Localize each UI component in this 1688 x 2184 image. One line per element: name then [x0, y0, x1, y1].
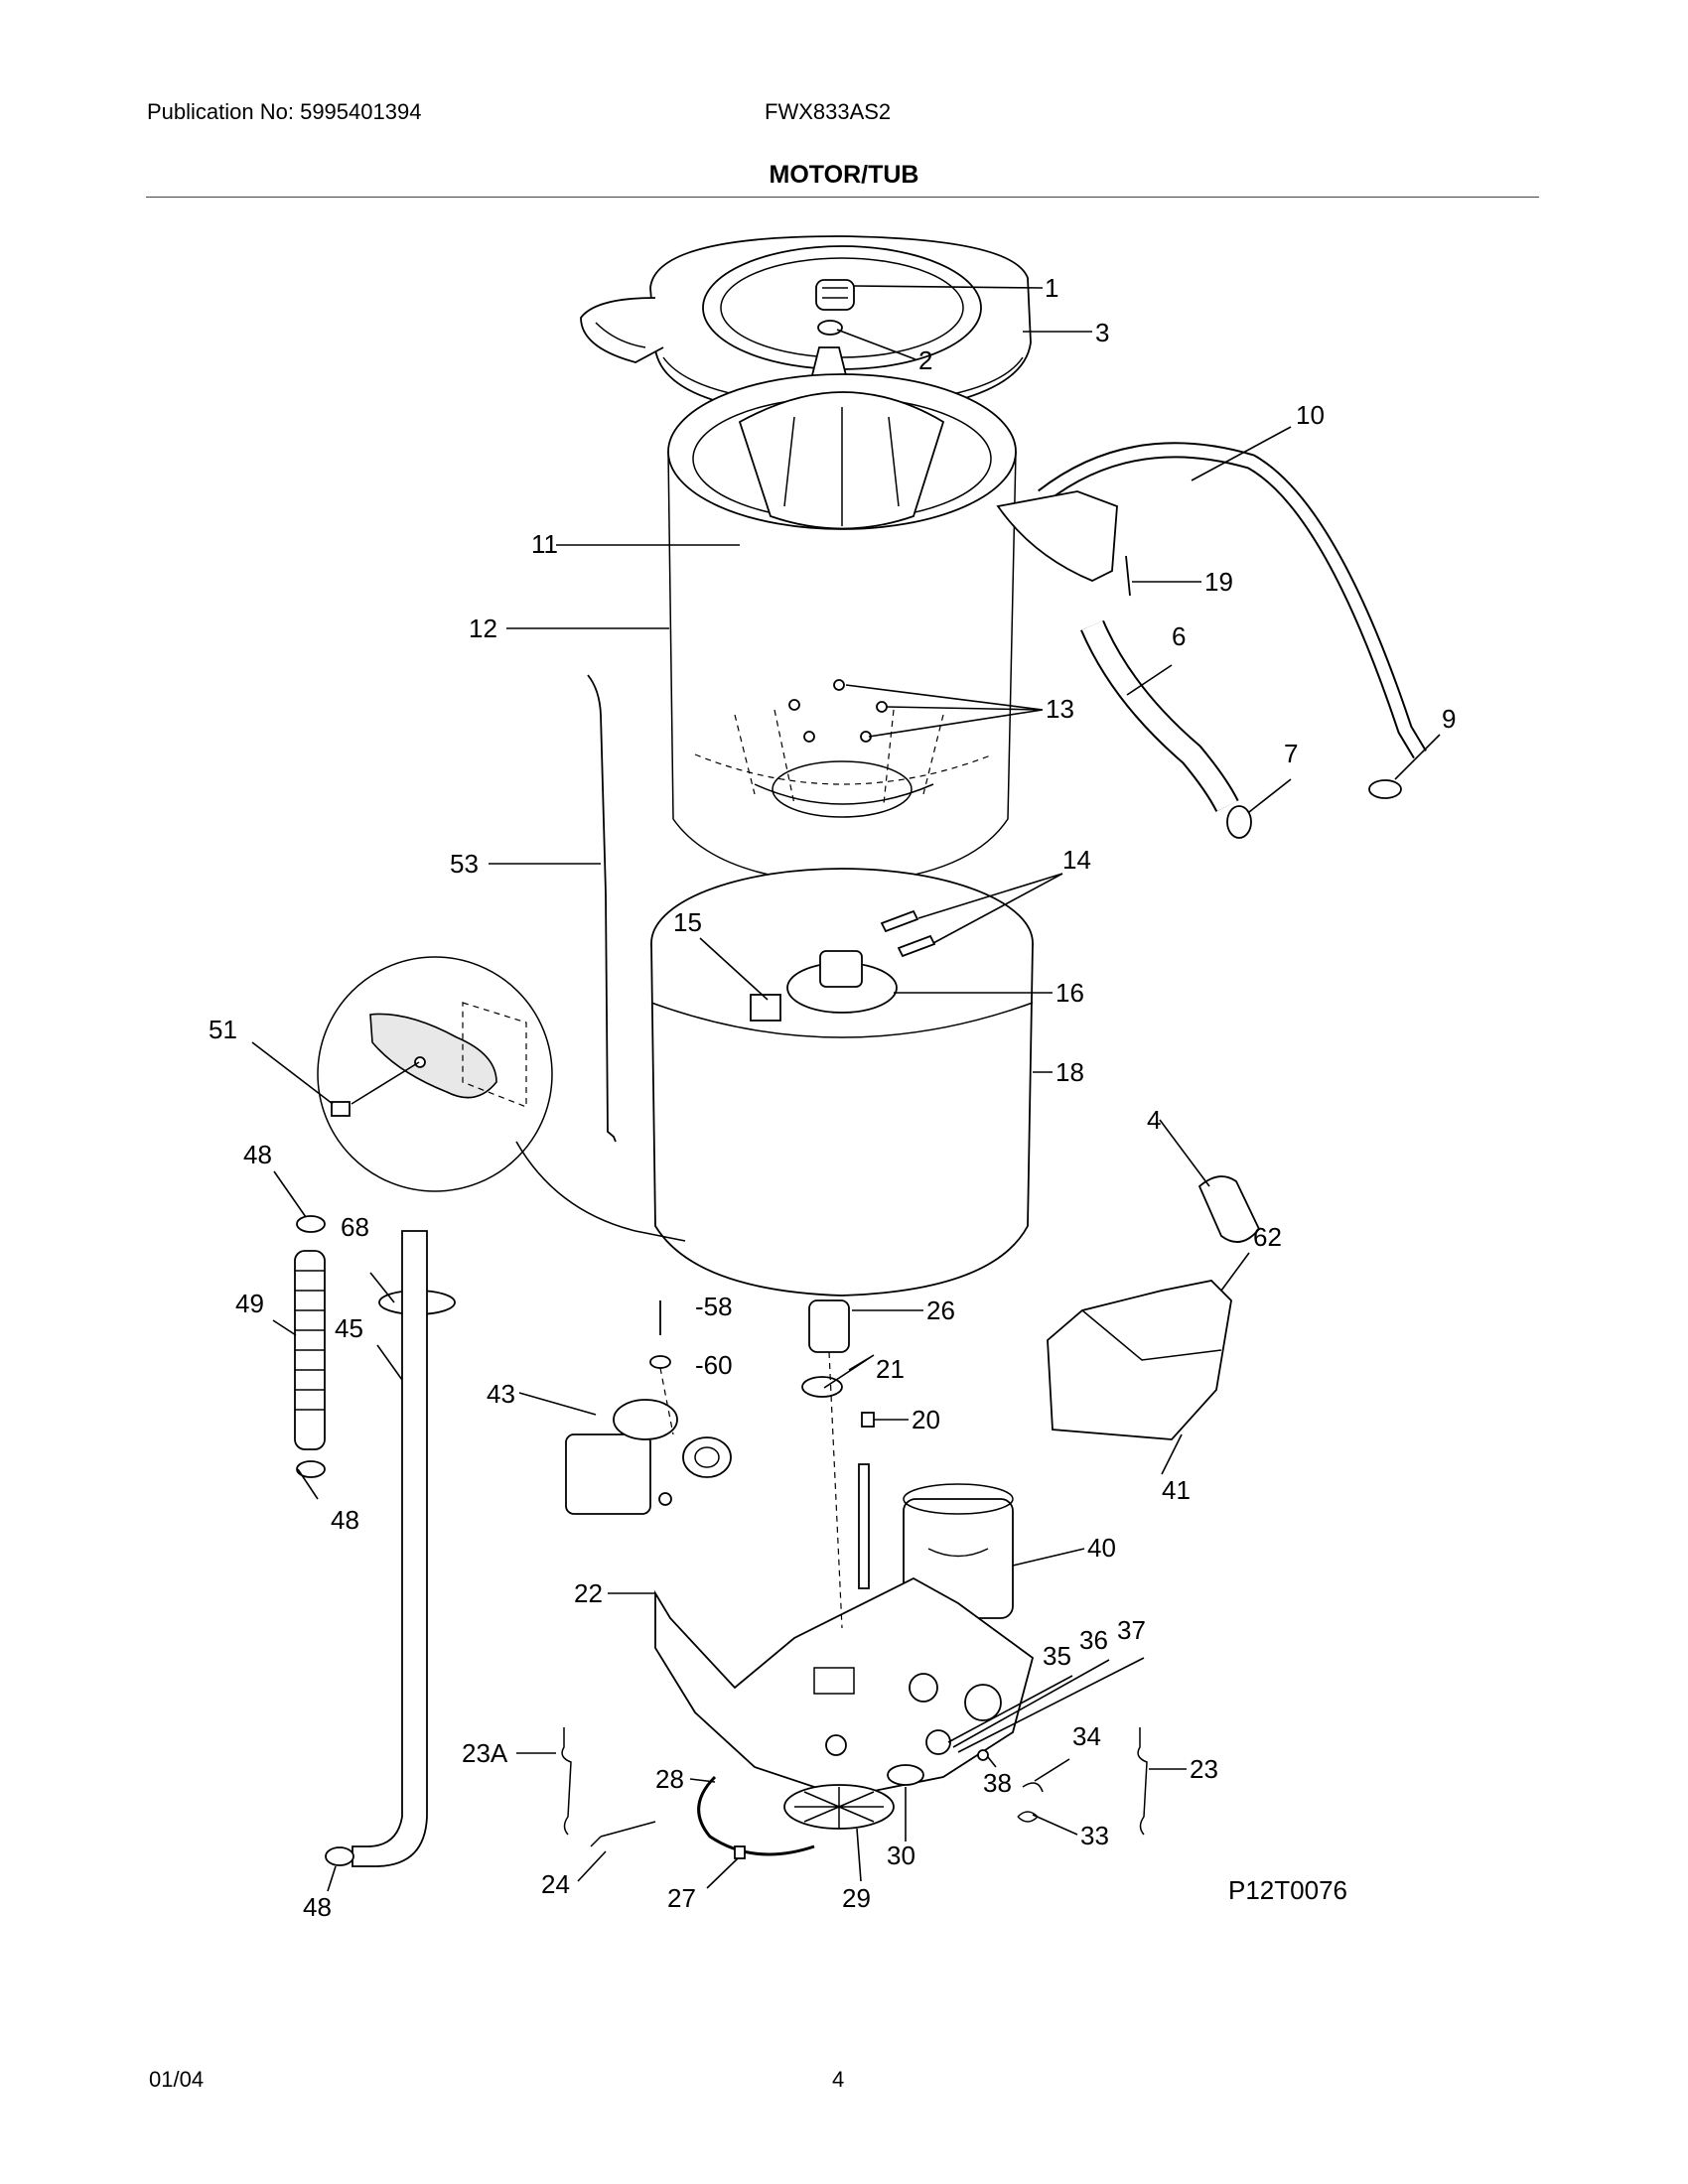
- callout-label: 37: [1117, 1615, 1146, 1645]
- callout-label: 21: [876, 1354, 905, 1384]
- outer-tub-cover: [580, 235, 1032, 418]
- drive-belt: [697, 1775, 815, 1856]
- callout-label: 9: [1442, 704, 1456, 734]
- hose-clamp: [1226, 805, 1252, 839]
- detail-inset: [317, 956, 686, 1242]
- callout-label: 20: [912, 1405, 940, 1434]
- publication-number: Publication No: 5995401394: [147, 99, 422, 124]
- switch: [925, 1729, 951, 1755]
- diagram-ref-code: P12T0076: [1228, 1875, 1347, 1905]
- capacitor: [1197, 1175, 1261, 1243]
- callout-label: 11: [531, 529, 558, 559]
- tub-seal-assembly: [750, 909, 936, 1022]
- callout-label: 23: [1190, 1754, 1218, 1784]
- inlet-bracket: [996, 490, 1118, 582]
- callout-label: 16: [1055, 978, 1084, 1008]
- callout-label: 23A: [462, 1738, 508, 1768]
- clip-34: [1022, 1782, 1044, 1793]
- callout-label: 68: [341, 1212, 369, 1242]
- bracket: [750, 994, 781, 1022]
- callout-labels: 1 2 3 10 11 19 12 6 13 9 7 53 14 15 16 5…: [209, 273, 1456, 1922]
- callout-label: 33: [1080, 1821, 1109, 1850]
- callout-label: 2: [918, 345, 932, 375]
- spring-33: [1017, 1811, 1040, 1823]
- page-title: MOTOR/TUB: [769, 161, 919, 189]
- frame-support: [858, 1463, 870, 1589]
- callout-label: 51: [209, 1015, 237, 1044]
- callout-label: 30: [887, 1841, 915, 1870]
- callout-label: 7: [1284, 739, 1298, 768]
- pump-coupling: [887, 1764, 924, 1786]
- header-divider: [146, 197, 1539, 198]
- callout-label: 19: [1204, 567, 1233, 597]
- bolt: [897, 934, 936, 958]
- callout-label: 13: [1046, 694, 1074, 724]
- callout-label: 48: [303, 1892, 332, 1922]
- callout-label: 43: [487, 1379, 515, 1409]
- spring-23: [1137, 1727, 1148, 1836]
- callout-label: 36: [1079, 1625, 1108, 1655]
- callout-label: 35: [1043, 1641, 1071, 1671]
- hose-clamp: [1368, 779, 1402, 799]
- callout-label: 38: [983, 1768, 1012, 1798]
- callout-label: 6: [1172, 621, 1186, 651]
- callout-label: 26: [926, 1296, 955, 1325]
- callout-label: 40: [1087, 1533, 1116, 1563]
- callout-label: 10: [1296, 400, 1325, 430]
- callout-label: 29: [842, 1883, 871, 1913]
- callout-label: 15: [673, 907, 702, 937]
- nut: [977, 1749, 989, 1761]
- callout-label: 48: [331, 1505, 359, 1535]
- spring-24: [590, 1821, 656, 1847]
- callout-label: 22: [574, 1578, 603, 1608]
- fill-hose: [1038, 442, 1427, 759]
- basket-screws: [788, 679, 888, 743]
- callout-label: 53: [450, 849, 479, 879]
- callout-label: 28: [655, 1764, 684, 1794]
- callout-label: 48: [243, 1140, 272, 1169]
- callout-label: 3: [1095, 318, 1109, 347]
- callout-label: 14: [1062, 845, 1091, 875]
- callout-label: 1: [1045, 273, 1058, 303]
- belt-clip: [734, 1845, 746, 1859]
- callout-label: 62: [1253, 1222, 1282, 1252]
- callout-label: 49: [235, 1289, 264, 1318]
- callout-label: 12: [469, 614, 497, 643]
- page-number: 4: [832, 2067, 845, 2092]
- hose-clamp-bottom: [296, 1460, 326, 1478]
- leader-lines: [251, 285, 1441, 1892]
- hose-clamp-top: [296, 1215, 326, 1233]
- hose-clamp-end: [325, 1846, 354, 1866]
- callout-label: 24: [541, 1869, 570, 1899]
- footer-date: 01/04: [149, 2067, 205, 2092]
- outer-tub: [650, 868, 1034, 1297]
- callout-label: 34: [1072, 1721, 1101, 1751]
- model-number: FWX833AS2: [765, 99, 892, 124]
- drain-pump: [565, 1399, 732, 1515]
- screw: [861, 1412, 875, 1428]
- callout-label: 27: [667, 1883, 696, 1913]
- motor-cover: [1047, 1280, 1232, 1440]
- callout-label: 41: [1162, 1475, 1191, 1505]
- bolt: [880, 909, 919, 933]
- washer: [649, 1355, 671, 1369]
- callout-label: -60: [695, 1350, 733, 1380]
- drain-hose-assembly: [352, 1230, 428, 1867]
- drain-hose: [1081, 620, 1237, 812]
- callout-label: -58: [695, 1292, 733, 1321]
- agitator-cap-nut: [815, 279, 855, 311]
- screw: [1125, 555, 1131, 597]
- pulley-hub: [808, 1299, 850, 1353]
- spring-23a: [561, 1727, 572, 1836]
- clip: [331, 1101, 351, 1117]
- suspension-rod: [587, 674, 617, 1143]
- callout-label: 18: [1055, 1057, 1084, 1087]
- callout-label: 45: [335, 1313, 363, 1343]
- washer: [817, 320, 843, 336]
- callout-label: 4: [1147, 1105, 1161, 1135]
